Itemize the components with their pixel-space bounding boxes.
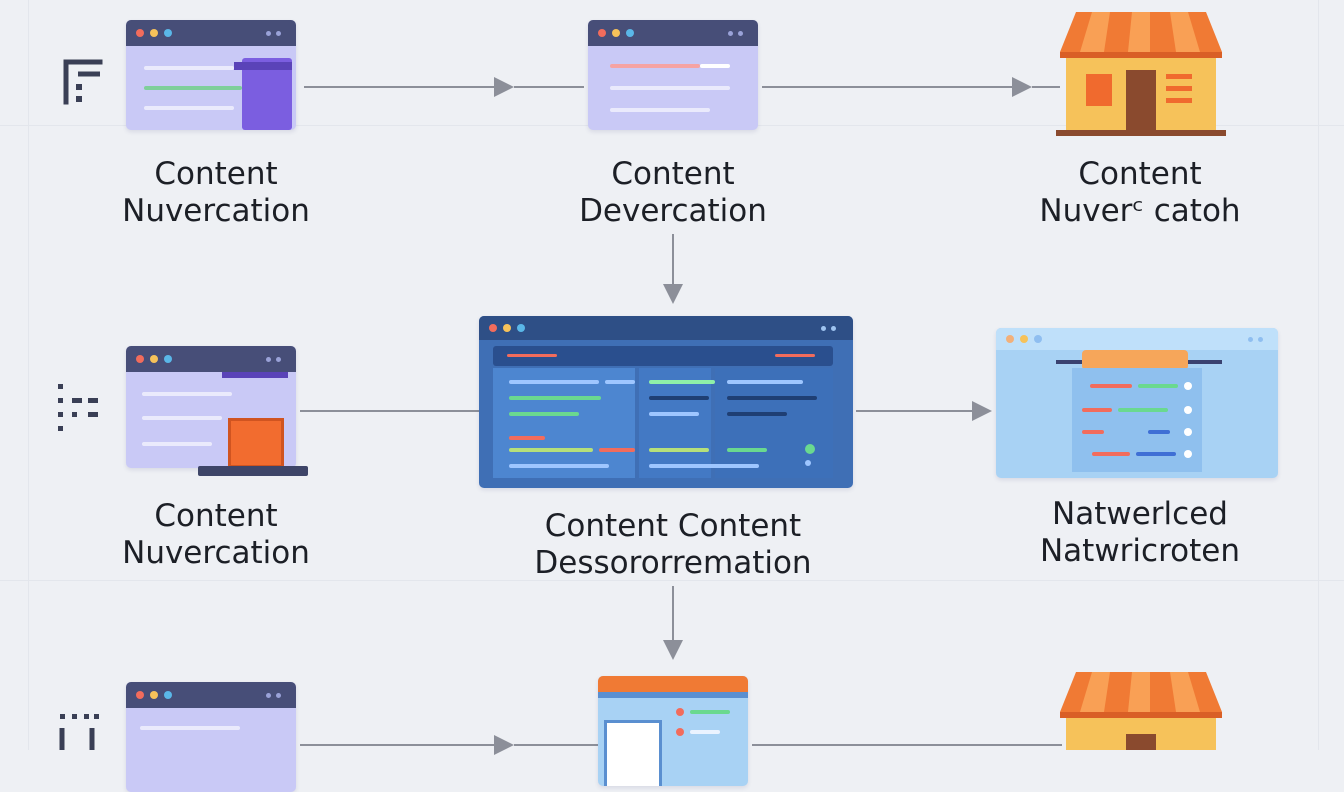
arrow-connector: [514, 86, 584, 88]
arrow-connector: [762, 86, 1022, 88]
node-label-line: Content: [611, 156, 735, 192]
arrow-connector: [672, 586, 674, 642]
node-label-line: Content: [1078, 156, 1202, 192]
side-bracket-icon: [63, 59, 103, 105]
arrow-connector: [752, 744, 1062, 746]
side-bracket-icon: [59, 714, 99, 750]
node-label-line: Natwricroten: [1039, 533, 1240, 569]
node-label-line: Nuverᶜ catoh: [1039, 193, 1241, 229]
store-icon: [1056, 12, 1226, 136]
node-label-line: Dessororremation: [534, 545, 812, 581]
arrow-head: [972, 401, 992, 421]
grid-line: [1318, 0, 1319, 750]
store-icon: [1060, 672, 1222, 750]
window-icon: [126, 346, 296, 468]
node-label-line: Content Content: [544, 508, 802, 544]
node-label: Natwerlced Natwricroten: [1030, 496, 1250, 570]
arrow-head: [494, 77, 514, 97]
grid-line: [0, 580, 1344, 581]
arrow-connector: [514, 744, 598, 746]
grid-line: [28, 0, 29, 750]
side-list-icon: [58, 384, 98, 431]
node-label: Content Content Dessororremation: [498, 508, 848, 582]
node-label-line: Nuvercation: [122, 535, 310, 571]
node-label: Content Nuvercation: [106, 498, 326, 572]
arrow-connector: [856, 410, 974, 412]
node-label: Content Nuvercation: [106, 156, 326, 230]
arrow-head: [1012, 77, 1032, 97]
window-icon: [588, 20, 758, 130]
arrow-head: [663, 284, 683, 304]
arrow-connector: [1032, 86, 1060, 88]
node-label: Content Devercation: [563, 156, 783, 230]
node-label-line: Content: [154, 156, 278, 192]
window-icon: [126, 20, 296, 130]
window-base: [198, 466, 308, 476]
arrow-connector: [300, 410, 482, 412]
node-label-line: Nuvercation: [122, 193, 310, 229]
arrow-head: [663, 640, 683, 660]
arrow-connector: [672, 234, 674, 286]
arrow-connector: [304, 86, 504, 88]
node-label-line: Natwerlced: [1052, 496, 1228, 532]
node-label-line: Content: [154, 498, 278, 534]
arrow-head: [494, 735, 514, 755]
node-label-line: Devercation: [579, 193, 767, 229]
list-window-icon: [996, 328, 1278, 478]
dashboard-window-icon: [479, 316, 853, 488]
window-icon: [126, 682, 296, 792]
node-label: Content Nuverᶜ catoh: [1030, 156, 1250, 230]
window-icon: [598, 676, 748, 786]
arrow-connector: [300, 744, 500, 746]
